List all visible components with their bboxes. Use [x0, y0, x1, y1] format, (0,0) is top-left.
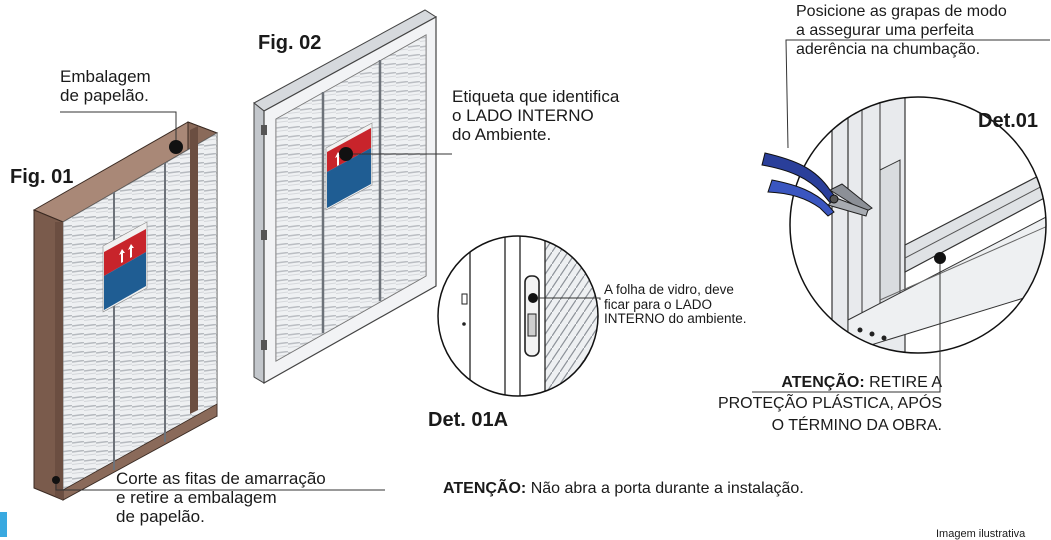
leader-lines: [55, 39, 1050, 491]
det01a-circle: [437, 235, 599, 397]
callout-dot-icon: [169, 140, 183, 154]
det01a-title: Det. 01A: [428, 409, 509, 431]
det01-circle: [789, 96, 1047, 354]
fig01-title: Fig. 01: [10, 166, 74, 188]
accent-mark: [0, 512, 7, 537]
fig02-door: [253, 9, 437, 385]
callout-dot-icon: [52, 476, 60, 484]
illustrative-note: Imagem ilustrativa: [936, 528, 1026, 540]
det01-title: Det.01: [978, 110, 1039, 132]
cut-straps-callout: Corte as fitas de amarração e retire a e…: [116, 469, 326, 527]
glass-callout: A folha de vidro, deve ficar para o LADO…: [604, 282, 747, 327]
fig01-packaged-door: [32, 121, 219, 501]
packaging-callout: Embalagem de papelão.: [60, 67, 151, 106]
pliers-icon: [761, 152, 873, 217]
door-warning: ATENÇÃO: Não abra a porta durante a inst…: [443, 480, 804, 497]
clamps-callout: Posicione as grapas de modo a assegurar …: [796, 3, 1007, 59]
film-warning: ATENÇÃO: RETIRE A PROTEÇÃO PLÁSTICA, APÓ…: [717, 374, 942, 434]
callout-dot-icon: [528, 293, 538, 303]
fig02-title: Fig. 02: [258, 32, 322, 54]
fig01-label-tag: [102, 221, 148, 313]
callout-dot-icon: [339, 147, 353, 161]
callout-dot-icon: [934, 252, 946, 264]
label-callout: Etiqueta que identifica o LADO INTERNO d…: [452, 87, 620, 145]
